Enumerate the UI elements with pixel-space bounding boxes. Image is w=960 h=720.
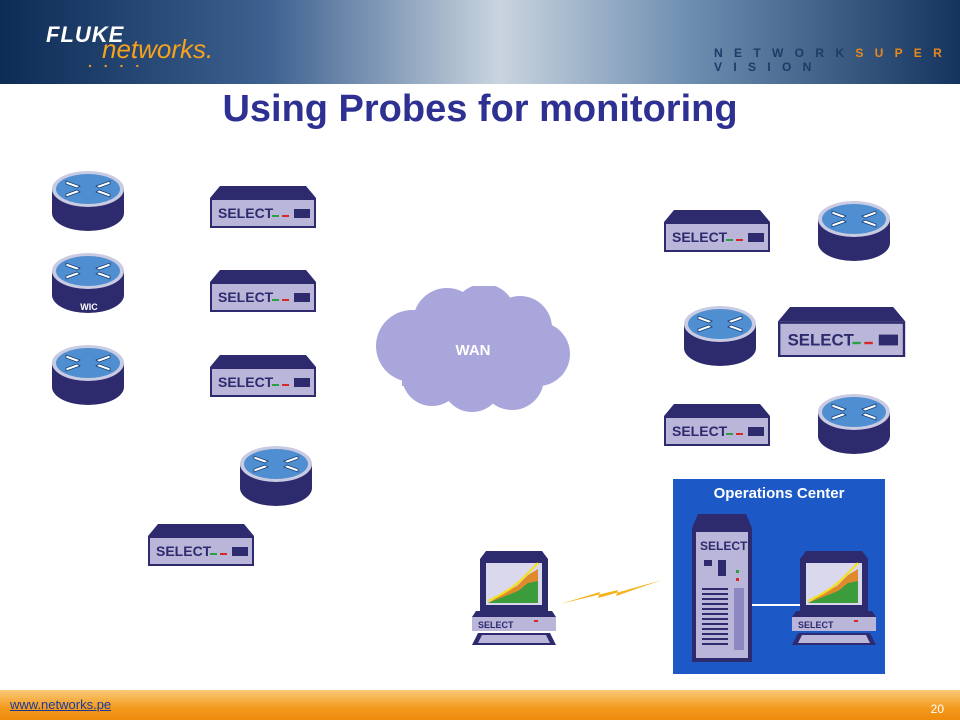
probe-3 bbox=[210, 355, 316, 397]
router-6 bbox=[684, 306, 757, 367]
router-3 bbox=[52, 345, 125, 406]
probe-2 bbox=[210, 270, 316, 312]
wan-label: WAN bbox=[455, 342, 491, 359]
fluke-logo-text: FLUKE bbox=[46, 22, 125, 47]
ops-link-line bbox=[752, 604, 804, 606]
networks-logo-text: networks. bbox=[102, 34, 214, 64]
ops-workstation bbox=[792, 551, 877, 646]
wan-cloud bbox=[376, 286, 570, 412]
probe-7 bbox=[664, 404, 770, 446]
footer-bar bbox=[0, 690, 960, 720]
lightning-link-icon bbox=[560, 580, 662, 604]
remote-workstation bbox=[472, 551, 557, 646]
slide-title: Using Probes for monitoring bbox=[222, 88, 738, 130]
footer-url-link[interactable]: www.networks.pe bbox=[10, 697, 112, 712]
probe-6 bbox=[778, 307, 906, 357]
router-4 bbox=[240, 446, 313, 507]
tagline-vision: V I S I O N bbox=[714, 60, 816, 74]
router-5 bbox=[818, 201, 891, 262]
tagline-super: S U P E R bbox=[855, 46, 946, 60]
router-1 bbox=[52, 171, 125, 232]
logo-dots: . . . . bbox=[88, 54, 144, 70]
tagline: N E T W O R K S U P E R V I S I O N bbox=[714, 46, 960, 74]
header-banner: FLUKE networks. . . . . N E T W O R K S … bbox=[0, 0, 960, 84]
tagline-network: N E T W O R K bbox=[714, 46, 856, 60]
probe-5 bbox=[664, 210, 770, 252]
svg-text:SELECT: SELECT bbox=[700, 539, 748, 553]
page-number: 20 bbox=[930, 702, 944, 716]
probe-1 bbox=[210, 186, 316, 228]
router-7 bbox=[818, 394, 891, 455]
operations-center-label: Operations Center bbox=[713, 485, 845, 502]
wic-label: WIC bbox=[80, 302, 98, 312]
server-tower: SELECT bbox=[692, 514, 752, 662]
probe-4 bbox=[148, 524, 254, 566]
